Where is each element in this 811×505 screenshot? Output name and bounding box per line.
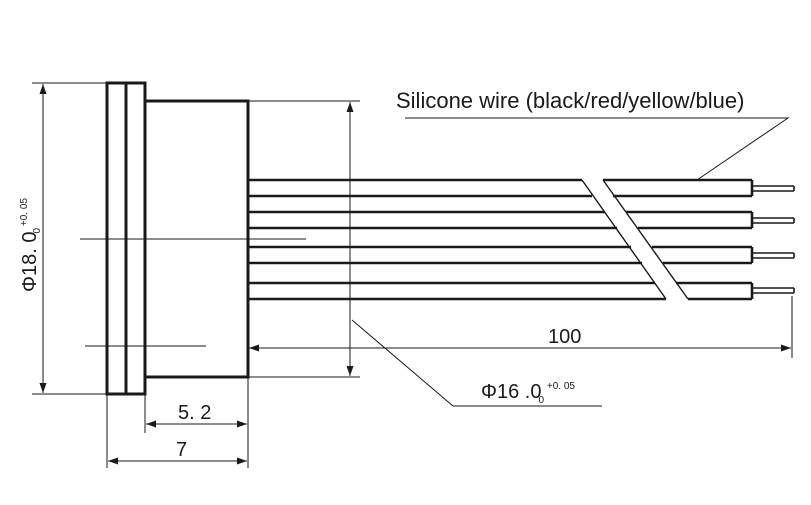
wire-1 <box>248 178 795 198</box>
inner-diameter-label: Φ16 .0 +0. 05 0 <box>481 376 579 406</box>
total-length-label: 7 <box>176 439 187 461</box>
dim-outer-diameter: Φ18. 0 +0. 05 0 <box>14 82 107 395</box>
wire-callout-label: Silicone wire (black/red/yellow/blue) <box>396 88 744 113</box>
break-line-left <box>581 179 667 300</box>
wire-2 <box>248 210 795 230</box>
dim-inner-diameter: Φ16 .0 +0. 05 0 <box>248 100 602 407</box>
wire-4 <box>248 281 795 301</box>
cable-length-label: 100 <box>548 326 581 348</box>
wire-3 <box>248 245 795 265</box>
wire-callout: Silicone wire (black/red/yellow/blue) <box>396 88 790 181</box>
body-length-label: 5. 2 <box>178 402 211 424</box>
wire-bundle <box>248 178 795 301</box>
break-line-right <box>602 179 689 300</box>
dim-body-length: 5. 2 <box>144 377 249 468</box>
outer-diameter-label: Φ18. 0 +0. 05 0 <box>14 194 43 292</box>
dim-total-length: 7 <box>106 394 247 468</box>
dim-cable-length: 100 <box>249 296 793 358</box>
